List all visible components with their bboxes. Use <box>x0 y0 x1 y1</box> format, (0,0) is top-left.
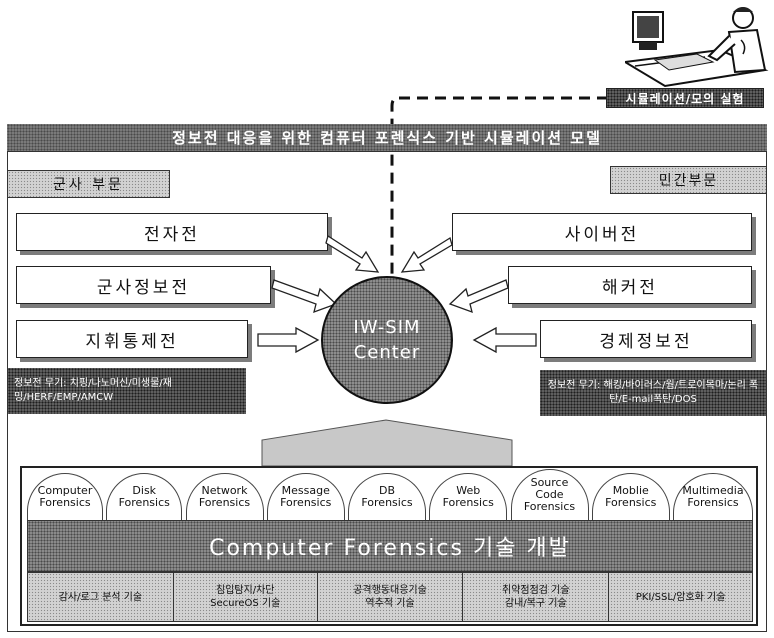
tech-cell-audit-log: 감사/로그 분석 기술 <box>28 573 174 621</box>
cyber-warfare-label: 사이버전 <box>565 220 640 245</box>
military-info-warfare-label: 군사정보전 <box>97 273 190 298</box>
military-weapons-text: 정보전 무기: 치핑/나노머신/미생물/재밍/HERF/EMP/AMCW <box>14 377 240 405</box>
person-at-computer-icon <box>625 0 770 88</box>
tech-cell-pki-ssl: PKI/SSL/암호화 기술 <box>609 573 752 621</box>
military-sector-header: 군사 부문 <box>7 170 170 198</box>
military-sector-label: 군사 부문 <box>53 174 124 194</box>
civilian-sector-label: 민간부문 <box>659 170 719 190</box>
command-control-warfare-label: 지휘통제전 <box>85 327 178 352</box>
page-title: 정보전 대응을 위한 컴퓨터 포렌식스 기반 시뮬레이션 모델 <box>172 127 602 148</box>
center-line1: IW-SIM <box>353 317 420 338</box>
forensics-dev-title: Computer Forensics 기술 개발 <box>209 530 571 562</box>
military-weapons-box: 정보전 무기: 치핑/나노머신/미생물/재밍/HERF/EMP/AMCW <box>8 368 246 414</box>
electronic-warfare-box: 전자전 <box>16 213 328 251</box>
title-banner: 정보전 대응을 위한 컴퓨터 포렌식스 기반 시뮬레이션 모델 <box>7 124 767 152</box>
forensics-dev-banner: Computer Forensics 기술 개발 <box>27 520 753 572</box>
hacker-warfare-box: 해커전 <box>508 266 752 304</box>
civilian-weapons-text: 정보전 무기: 해킹/바이러스/웜/트로이목마/논리 폭탄/E-mail폭탄/D… <box>546 379 760 407</box>
hacker-warfare-label: 해커전 <box>602 273 658 298</box>
economic-info-warfare-label: 경제정보전 <box>599 327 692 352</box>
iw-sim-center: IW-SIM Center <box>321 276 453 404</box>
simulation-label: 시뮬레이션/모의 실험 <box>606 88 764 108</box>
civilian-sector-header: 민간부문 <box>610 166 767 194</box>
civilian-weapons-box: 정보전 무기: 해킹/바이러스/웜/트로이목마/논리 폭탄/E-mail폭탄/D… <box>540 370 766 416</box>
military-info-warfare-box: 군사정보전 <box>16 266 271 304</box>
simulation-label-text: 시뮬레이션/모의 실험 <box>626 90 745 107</box>
economic-info-warfare-box: 경제정보전 <box>540 320 752 358</box>
command-control-warfare-box: 지휘통제전 <box>16 320 248 358</box>
electronic-warfare-label: 전자전 <box>144 220 200 245</box>
cyber-warfare-box: 사이버전 <box>452 213 752 251</box>
center-line2: Center <box>354 342 421 363</box>
